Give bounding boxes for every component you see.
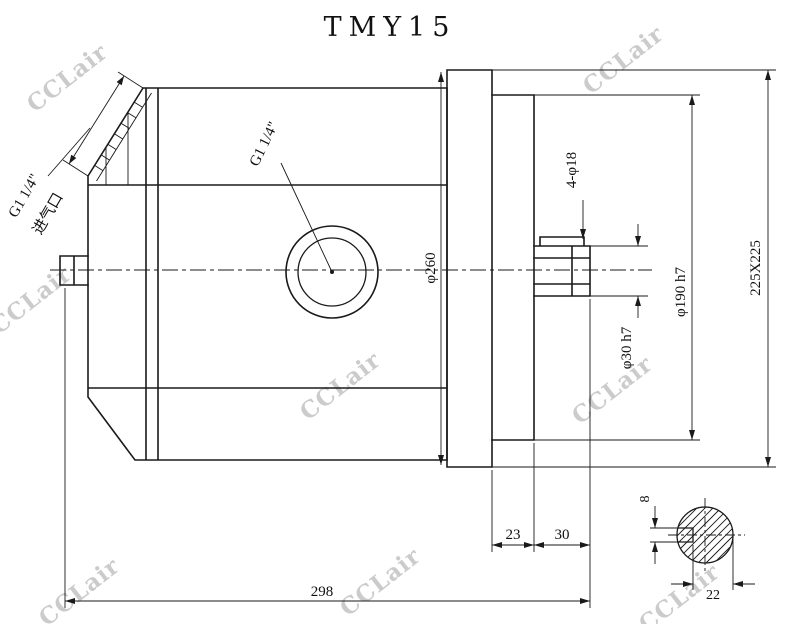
watermark-text: CCLair: [578, 20, 669, 99]
port-thread-label: G1 1/4": [247, 119, 282, 169]
spigot-plate: [491, 94, 535, 441]
flange-size-dim: 225X225: [748, 240, 764, 296]
drawing-title: TMY15: [324, 12, 457, 43]
hub-length-dim: 30: [555, 527, 570, 543]
arrowheads: [65, 70, 771, 604]
motor-body: [59, 87, 448, 461]
output-shaft: [533, 236, 591, 297]
leader-lines: [47, 127, 333, 273]
watermark-text: CCLair: [335, 542, 426, 621]
body-diameter-dim: φ260: [423, 252, 439, 283]
watermark-text: CCLair: [34, 552, 125, 624]
extension-lines: [62, 69, 776, 608]
port-circle-inner: [297, 237, 367, 307]
section-hatch: [676, 506, 734, 564]
plate-width-dim: 23: [506, 527, 521, 543]
watermark-text: CCLair: [22, 38, 113, 117]
inlet-thread-label: G1 1/4": [6, 171, 44, 220]
flange-plate: [446, 69, 493, 468]
inlet-name-label: 进气口: [29, 190, 66, 237]
inlet-port-hatch: [94, 101, 143, 172]
key-flat-dim: 22: [706, 588, 720, 603]
bolt-holes-dim: 4-φ18: [564, 152, 580, 188]
detail-centerlines: [668, 498, 745, 572]
overall-length-dim: 298: [311, 584, 334, 600]
shaft-section-circle: [676, 506, 734, 564]
port-circle-outer: [285, 225, 379, 319]
dimension-lines: [65, 70, 769, 602]
key-width-dim: 8: [638, 496, 653, 503]
shaft-diameter-dim: φ30 h7: [619, 326, 635, 369]
spigot-diameter-dim: φ190 h7: [673, 267, 689, 317]
annotations: G1 1/4" 进气口 G1 1/4" φ260 4-φ18 φ30 h7 φ1…: [6, 119, 764, 603]
watermark-text: CCLair: [567, 350, 658, 429]
left-shaft-end: [59, 255, 89, 286]
watermark-text: CCLair: [295, 346, 386, 425]
watermark-layer: CCLair CCLair CCLair CCLair CCLair CCLai…: [0, 20, 725, 624]
shaft-section-detail: [676, 506, 734, 564]
dimensions: [47, 69, 776, 608]
